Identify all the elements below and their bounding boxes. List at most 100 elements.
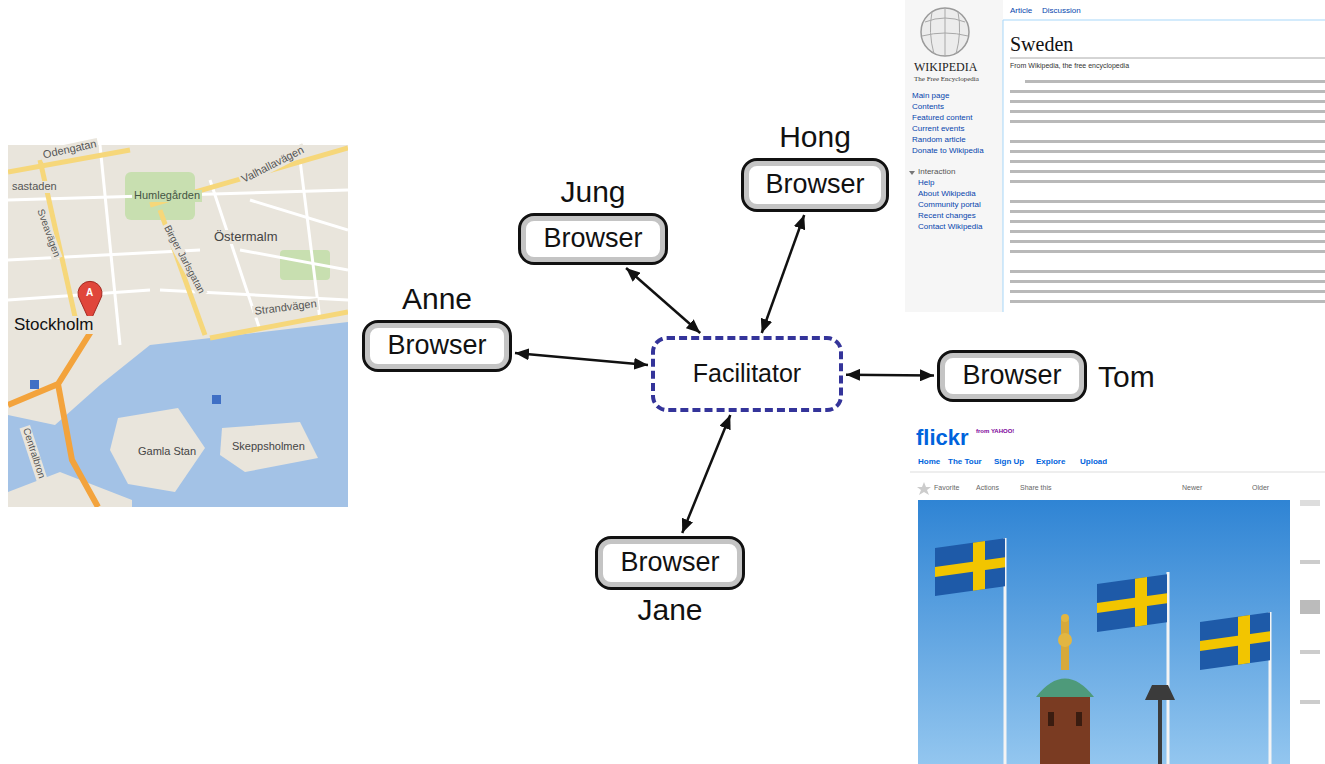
street-map-part-part — [250, 200, 348, 230]
wikipedia-screenshot-part — [1010, 270, 1325, 308]
map-marker-letter: A — [86, 288, 93, 299]
toolbar-item: Actions — [976, 484, 999, 491]
wikipedia-screenshot-part — [909, 171, 915, 175]
wikipedia-screenshot — [905, 0, 1325, 312]
sidebar-heading: Interaction — [918, 168, 955, 176]
participant-name: Tom — [1098, 360, 1155, 393]
sidebar-link: Random article — [912, 136, 966, 144]
street-map — [8, 145, 348, 507]
street-map-part — [220, 422, 318, 472]
wikipedia-screenshot-part — [1010, 200, 1325, 258]
map-label: Östermalm — [212, 230, 280, 244]
flickr-screenshot-part — [1300, 700, 1320, 704]
menu-item: Explore — [1036, 458, 1065, 466]
tab-label: Article — [1010, 7, 1032, 15]
street-map-part-part — [300, 160, 320, 320]
wikipedia-screenshot-part — [905, 0, 1325, 312]
tab-label: Discussion — [1042, 7, 1081, 15]
wikipedia-screenshot-part — [921, 8, 969, 56]
article-title: Sweden — [1010, 34, 1073, 55]
map-label: Valhallavägen — [238, 143, 308, 186]
wikipedia-screenshot-part — [1025, 76, 1325, 84]
map-label: Skeppsholmen — [230, 441, 307, 453]
flickr-screenshot-part-part — [1058, 633, 1072, 647]
wikipedia-screenshot-part — [1003, 20, 1325, 21]
flickr-screenshot-part-part — [1097, 574, 1167, 632]
menu-item: Sign Up — [994, 458, 1024, 466]
wikipedia-screenshot-part — [1003, 20, 1004, 312]
browser-box: HongBrowser — [741, 158, 889, 212]
wikipedia-screenshot-part — [905, 0, 1003, 312]
map-label: Odengatan — [40, 138, 100, 161]
flickr-screenshot-part — [1300, 560, 1320, 564]
flickr-screenshot-part-part — [1200, 612, 1270, 670]
double-arrow — [515, 353, 648, 365]
flickr-screenshot-part-part — [1036, 679, 1094, 698]
wikipedia-screenshot-part — [1010, 90, 1325, 128]
flickr-screenshot-part-part — [1048, 712, 1054, 726]
site-logo: flickr — [916, 426, 969, 449]
map-label: Stockholm — [12, 316, 95, 334]
wikipedia-screenshot-part — [1010, 140, 1325, 188]
browser-box: BrowserJane — [595, 536, 745, 590]
toolbar-item: Older — [1252, 484, 1269, 491]
sidebar-link: About Wikipedia — [918, 190, 976, 198]
flickr-screenshot-part-part — [1076, 712, 1082, 726]
sidebar-link: Current events — [912, 125, 964, 133]
double-arrow — [762, 215, 804, 333]
map-label: Centralbron — [20, 425, 47, 482]
sidebar-link: Community portal — [918, 201, 981, 209]
toolbar-item: Newer — [1182, 484, 1202, 491]
street-map-part — [8, 472, 132, 507]
street-map-part — [8, 330, 98, 507]
map-label: Humlegården — [132, 190, 202, 202]
flickr-screenshot-part-part — [1145, 685, 1175, 700]
street-map-part — [8, 322, 348, 507]
street-map-part — [212, 395, 221, 404]
street-map-part-part — [8, 250, 200, 260]
box-label: Browser — [620, 548, 719, 578]
menu-item: Home — [918, 458, 940, 466]
menu-item: The Tour — [948, 458, 982, 466]
sidebar-link: Contents — [912, 103, 944, 111]
street-map-part — [30, 380, 39, 389]
browser-box: BrowserTom — [937, 350, 1087, 402]
flickr-screenshot-part — [910, 424, 1325, 764]
flickr-screenshot-part-part — [1040, 695, 1090, 764]
street-map-part — [8, 145, 348, 345]
flickr-screenshot-part — [1300, 650, 1320, 654]
flickr-screenshot-part — [1300, 600, 1320, 614]
double-arrow — [682, 415, 730, 533]
flickr-screenshot-part — [917, 482, 931, 495]
map-label: Birger Jarlsgatan — [161, 222, 208, 297]
participant-name: Jung — [560, 175, 625, 208]
menu-item: Upload — [1080, 458, 1107, 466]
box-label: Browser — [387, 331, 486, 361]
street-map-part-part — [240, 250, 348, 270]
participant-name: Anne — [402, 282, 472, 315]
map-label: Strandvägen — [252, 298, 319, 318]
street-map-part-part — [100, 145, 120, 345]
flickr-screenshot-part — [910, 472, 1325, 473]
flickr-screenshot-part — [1300, 500, 1320, 506]
box-label: Browser — [962, 361, 1061, 391]
wikipedia-screenshot-part — [922, 8, 968, 56]
street-map-part — [8, 148, 348, 338]
flickr-screenshot — [910, 424, 1325, 764]
box-label: Browser — [543, 224, 642, 254]
box-label: Browser — [765, 170, 864, 200]
double-arrow — [626, 268, 700, 333]
flickr-screenshot-part — [918, 500, 1290, 764]
toolbar-item: Favorite — [934, 484, 959, 491]
browser-box: JungBrowser — [518, 213, 668, 265]
participant-name: Hong — [779, 120, 851, 153]
map-label: sastaden — [10, 181, 59, 193]
street-map-part — [110, 408, 205, 492]
street-map-part — [8, 145, 348, 507]
flickr-screenshot-part-part — [1061, 614, 1069, 622]
box-label: Facilitator — [693, 360, 801, 388]
flickr-screenshot-part-part — [1158, 700, 1162, 764]
toolbar-item: Share this — [1020, 484, 1052, 491]
sidebar-link: Recent changes — [918, 212, 976, 220]
